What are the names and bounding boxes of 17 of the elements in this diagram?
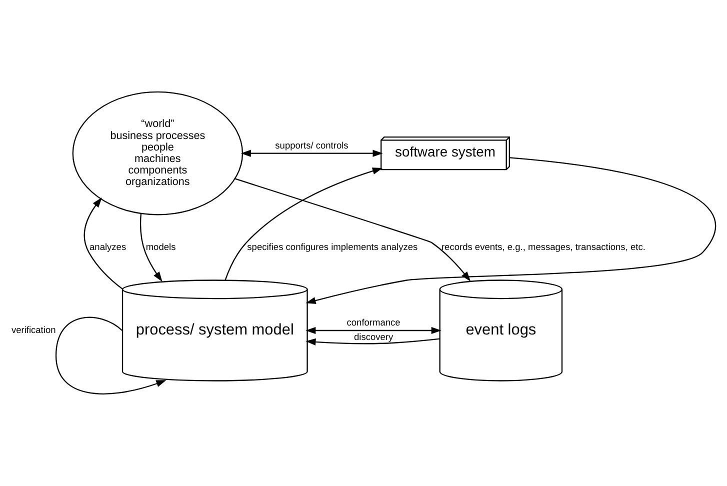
edge-label: discovery — [354, 332, 394, 342]
arrow — [306, 157, 716, 304]
arrow — [224, 168, 383, 280]
arrow — [306, 326, 442, 334]
edge-label: conformance — [346, 318, 400, 328]
edge-label: analyzes — [90, 242, 126, 252]
arrow — [55, 316, 166, 394]
edge-label: specifies configures implements analyzes — [247, 242, 418, 252]
edge-label: records events, e.g., messages, transactions, etc. — [441, 242, 646, 252]
edge-label: supports/ controls — [275, 140, 348, 150]
arrow — [84, 198, 123, 290]
edge-label: models — [146, 242, 176, 252]
arrow — [240, 150, 383, 157]
arrow — [140, 213, 162, 282]
arrow — [306, 338, 440, 346]
edge-label: verification — [11, 324, 56, 335]
node-ellipse: “world” business processes people machines components organizations — [72, 91, 244, 216]
